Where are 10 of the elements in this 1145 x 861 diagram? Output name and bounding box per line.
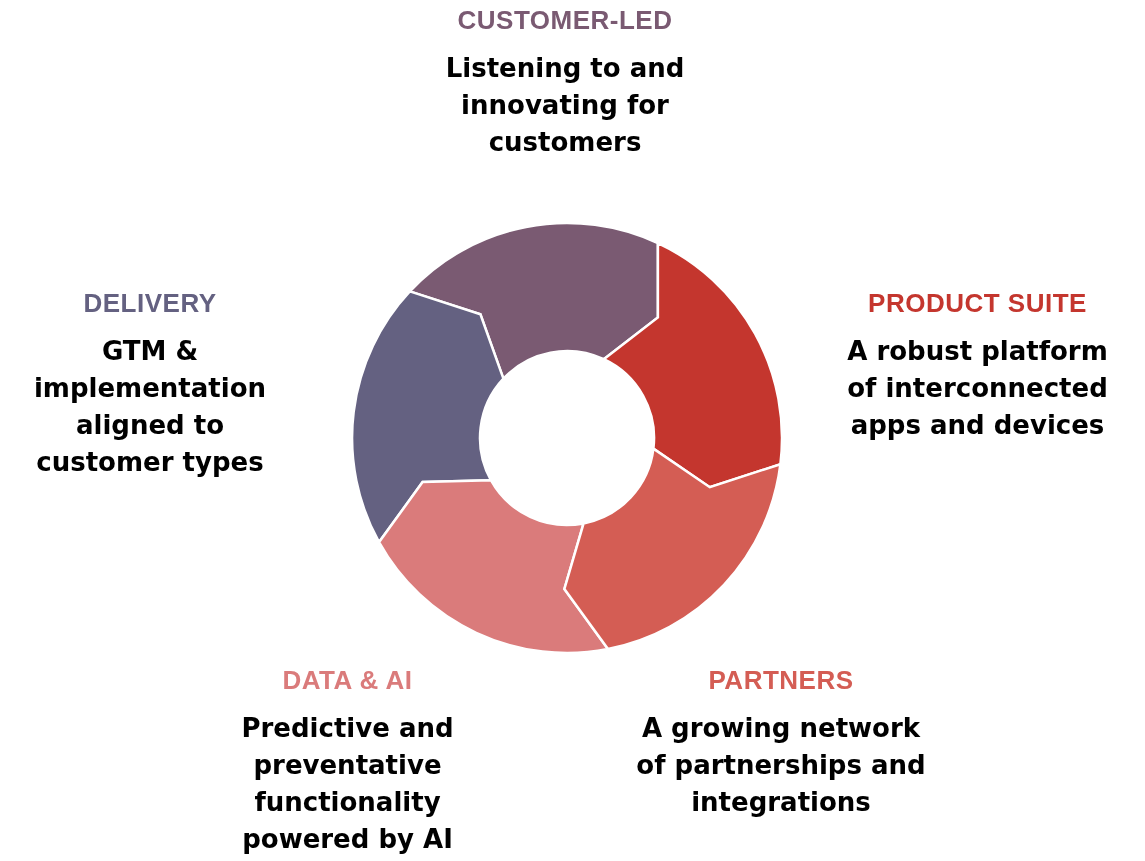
section-heading: DELIVERY — [82, 288, 218, 319]
section-description: GTM & implementation aligned to customer types — [32, 335, 268, 479]
section-description: Predictive and preventative functionality powered by AI — [240, 712, 455, 856]
section-heading: PARTNERS — [707, 665, 855, 696]
section-heading: PRODUCT SUITE — [867, 288, 1088, 319]
section-description: Listening to and innovating for customers — [444, 52, 686, 159]
section-description: A growing network of partnerships and integrations — [635, 712, 927, 819]
section-heading: DATA & AI — [281, 665, 414, 696]
section-heading: CUSTOMER-LED — [456, 5, 674, 36]
section-description: A robust platform of interconnected apps and devices — [846, 335, 1109, 442]
